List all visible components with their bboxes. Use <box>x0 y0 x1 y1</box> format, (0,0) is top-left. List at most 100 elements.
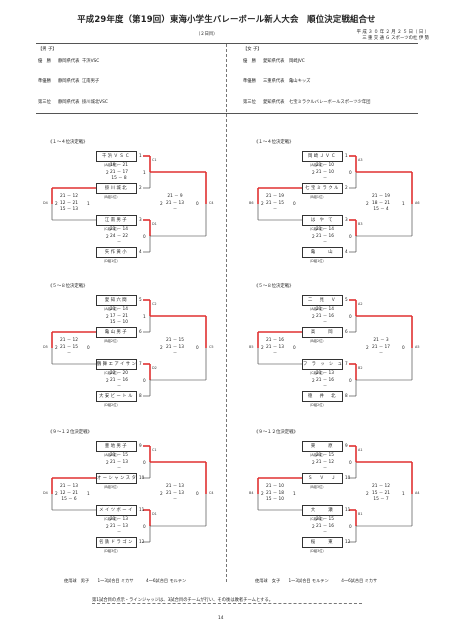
boys-result-pref: 静岡県代表 <box>58 100 80 105</box>
final-match-code: C5 <box>209 345 214 349</box>
final-set-scores: 21 － 19 18 － 21 15 － 4 <box>372 194 390 212</box>
team-group-label: （B組1位） <box>308 195 326 199</box>
section-title: 《１～４位決定戦》 <box>48 140 88 145</box>
sets-won-left: 2 <box>106 524 109 529</box>
day-label: （２日目） <box>196 32 218 37</box>
team-seed-number: 7 <box>345 361 348 366</box>
team-name-box: 亀山男子 <box>96 327 137 338</box>
team-name-box: 亀 山 <box>302 247 343 258</box>
boys-results: 【男 子】 <box>38 46 57 52</box>
final-sets-right: 0 <box>196 491 199 496</box>
sets-won-left: 2 <box>106 460 109 465</box>
third-match-code: D4 <box>43 491 48 495</box>
third-sets-left: 2 <box>261 491 264 496</box>
final-set-scores: 21 － 9 21 － 13 － <box>166 194 184 212</box>
final-set-scores: 21 － 12 15 － 21 15 － 7 <box>372 484 390 502</box>
set-scores: 21 － 15 21 － 13 － <box>110 453 128 471</box>
final-sets-left: 2 <box>366 201 369 206</box>
team-seed-number: 11 <box>345 507 351 512</box>
sets-won-right: 0 <box>143 524 146 529</box>
section-title: 《１～４位決定戦》 <box>254 140 294 145</box>
team-group-label: （D組1位） <box>102 259 120 263</box>
final-match-code: C4 <box>209 201 214 205</box>
team-seed-number: 1 <box>139 153 142 158</box>
team-name-box: 名鉄ドラゴン <box>96 537 137 548</box>
page-title: 平成29年度（第19回）東海小学生バレーボール新人大会 順位決定戦組合せ <box>77 14 376 24</box>
match-code: C1 <box>152 448 157 452</box>
third-sets-left: 2 <box>261 345 264 350</box>
sets-won-left: 2 <box>312 170 315 175</box>
third-sets-right: 1 <box>87 201 90 206</box>
boys-result-pref: 静岡県代表 <box>58 59 80 64</box>
team-name-box: 高 岡 <box>302 327 343 338</box>
team-seed-number: 10 <box>139 475 145 480</box>
team-seed-number: 9 <box>345 443 348 448</box>
sets-won-right: 1 <box>143 314 146 319</box>
girls-result-place: 準優勝 <box>243 79 256 84</box>
final-set-scores: 21 － 3 21 － 17 － <box>372 338 390 356</box>
final-match-code: A5 <box>415 345 420 349</box>
sets-won-right: 0 <box>349 234 352 239</box>
team-name-box: 二 見 Ｖ <box>302 295 343 306</box>
set-scores: 21 － 15 21 － 16 － <box>316 517 334 535</box>
team-group-label: （C組2位） <box>308 371 326 375</box>
set-scores: 21 － 14 21 － 16 － <box>316 307 334 325</box>
girls-results: 【女 子】 <box>243 46 262 52</box>
team-seed-number: 3 <box>139 217 142 222</box>
team-name-box: 東 原 <box>302 441 343 452</box>
team-name-box: 大安ビートル <box>96 391 137 402</box>
girls-result-pref: 三重県代表 <box>263 79 285 84</box>
girls-result-team: 亀山キッズ <box>289 79 311 84</box>
third-sets-right: 0 <box>293 201 296 206</box>
third-set-scores: 21 － 13 12 － 21 15 － 6 <box>60 484 78 502</box>
match-code: C1 <box>152 158 157 162</box>
venue-line: 三 重 交 通 Ｇ スポーツの杜 伊 勢 <box>362 36 429 41</box>
set-scores: 21 － 14 21 － 16 － <box>316 227 334 245</box>
girls-header: 【女 子】 <box>243 47 262 52</box>
team-group-label: （D組1位） <box>308 259 326 263</box>
team-seed-number: 12 <box>345 539 351 544</box>
sets-won-left: 2 <box>106 170 109 175</box>
final-set-scores: 21 － 13 21 － 13 － <box>166 484 184 502</box>
date-line: 平 成 ３ ０ 年 ２ 月 ２ ５ 日（ 日 ） <box>356 30 429 35</box>
girls-result-team: 七宝ミラクルバレーボールスポーツ少年団 <box>289 100 371 105</box>
team-group-label: （C組2位） <box>102 371 120 375</box>
third-set-scores: 21 － 12 21 － 15 － <box>60 338 78 356</box>
date-block: 平 成 ３ ０ 年 ２ 月 ２ ５ 日（ 日 ） 三 重 交 通 Ｇ スポーツの… <box>357 30 429 42</box>
team-name-box: Ｓ Ｖ Ｊ <box>302 473 343 484</box>
note-underline <box>92 603 362 604</box>
final-sets-left: 2 <box>160 491 163 496</box>
final-sets-right: 0 <box>196 345 199 350</box>
team-seed-number: 10 <box>345 475 351 480</box>
sets-won-left: 2 <box>312 378 315 383</box>
final-sets-left: 2 <box>160 345 163 350</box>
team-name-box: 江南男子 <box>96 215 137 226</box>
third-match-code: B6 <box>249 201 254 205</box>
team-name-box: 大 瀬 <box>302 505 343 516</box>
match-code: D1 <box>152 512 157 516</box>
team-group-label: （B組3位） <box>308 485 326 489</box>
team-seed-number: 6 <box>139 329 142 334</box>
sets-won-left: 2 <box>312 524 315 529</box>
boys-header: 【男 子】 <box>38 47 57 52</box>
team-group-label: （B組2位） <box>308 339 326 343</box>
team-group-label: （A組2位） <box>102 307 120 311</box>
final-sets-right: 0 <box>402 345 405 350</box>
team-name-box: 鶴舞エアイサン <box>96 359 137 370</box>
team-name-box: 桜 東 <box>302 537 343 548</box>
team-group-label: （A組2位） <box>308 307 326 311</box>
boys-result-place: 第三位 <box>38 100 51 105</box>
sets-won-right: 0 <box>349 524 352 529</box>
sets-won-right: 0 <box>349 378 352 383</box>
team-seed-number: 3 <box>345 217 348 222</box>
sets-won-right: 0 <box>349 170 352 175</box>
third-set-scores: 21 － 16 21 － 13 － <box>266 338 284 356</box>
third-match-code: D4 <box>43 201 48 205</box>
set-scores: 22 － 20 21 － 16 － <box>110 371 128 389</box>
match-code: A3 <box>358 158 363 162</box>
sets-won-right: 0 <box>143 460 146 465</box>
sets-won-right: 0 <box>349 314 352 319</box>
team-group-label: （B組3位） <box>102 485 120 489</box>
team-name-box: 愛知六間 <box>96 295 137 306</box>
